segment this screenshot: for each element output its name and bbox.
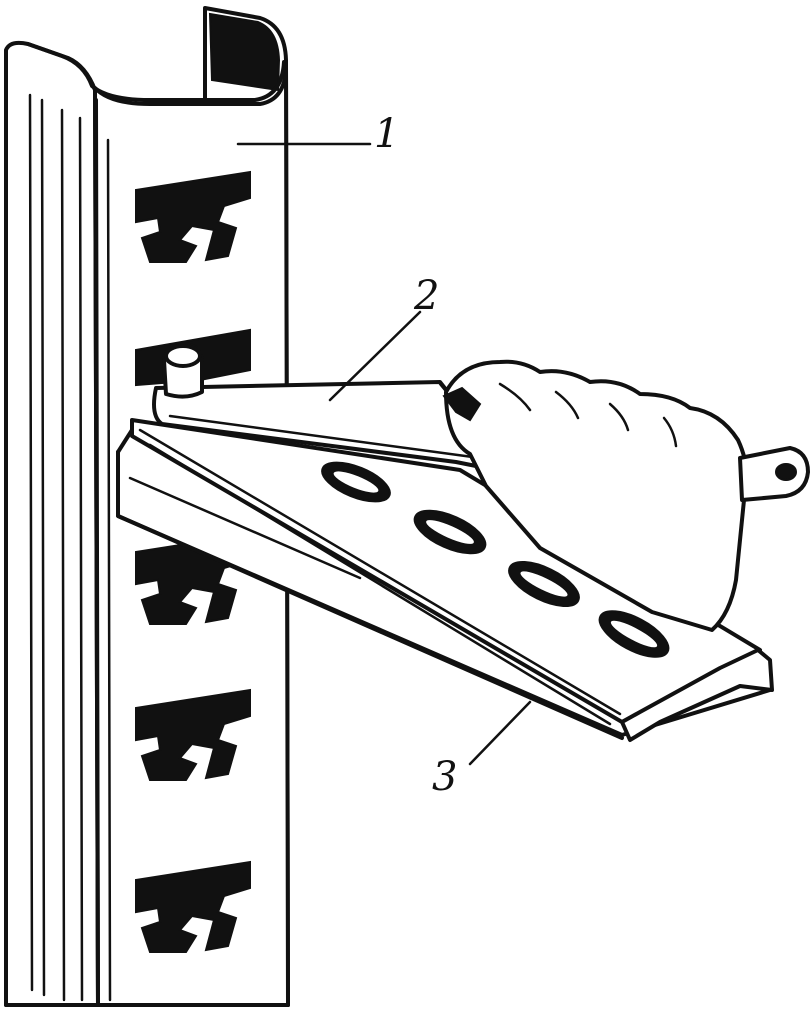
cantilever-bracket: [116, 418, 774, 742]
bracket-slot: [508, 560, 580, 608]
latch-pin: [162, 342, 204, 399]
hand: [442, 359, 749, 632]
bracket-eyelet: [738, 446, 810, 502]
bracket-slot: [598, 610, 670, 658]
callout-label-1: 1: [374, 111, 400, 157]
post-slot: [135, 688, 251, 781]
post-slot: [135, 170, 251, 263]
callout-label-2: 2: [414, 273, 440, 319]
bracket-slot: [413, 509, 487, 555]
bracket-slot: [321, 461, 391, 503]
callout-label-3: 3: [432, 754, 458, 800]
post-slot: [135, 860, 251, 953]
leader-line-2: [328, 310, 422, 402]
leader-line-3: [468, 700, 532, 766]
